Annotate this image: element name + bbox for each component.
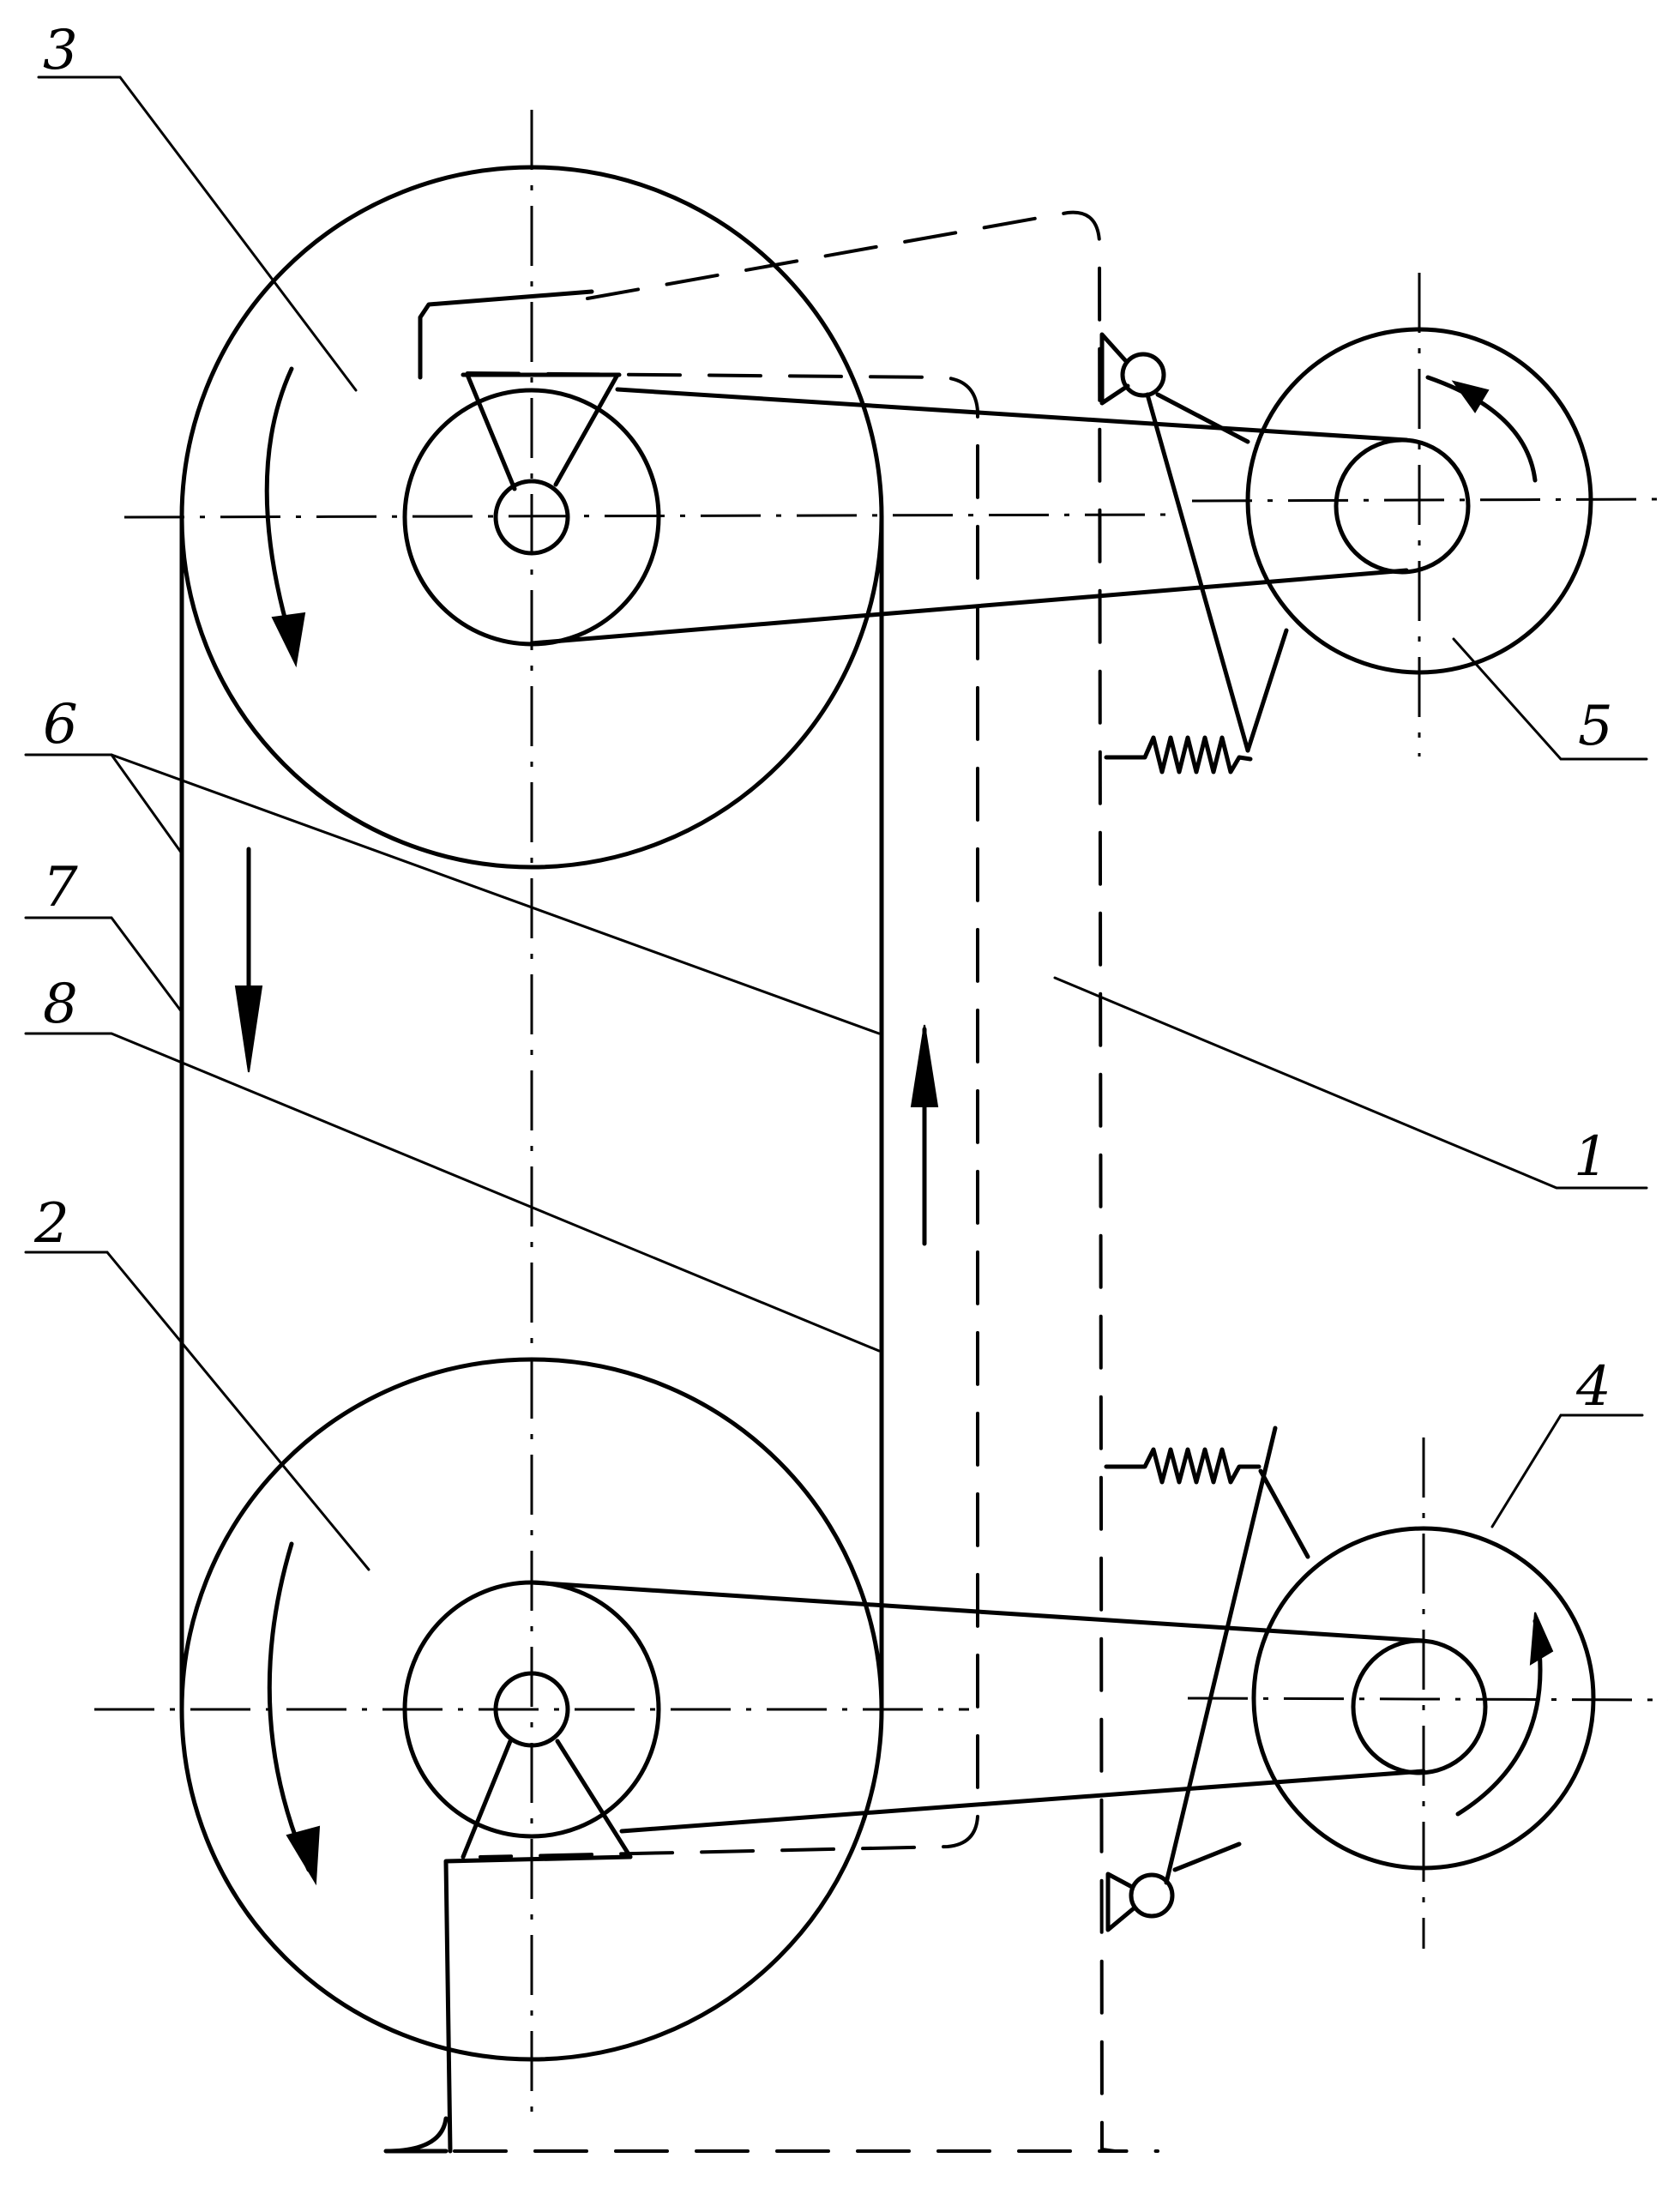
label-8: 8 (43, 973, 78, 1036)
label-5: 5 (1578, 695, 1613, 758)
leader-lines (26, 77, 1647, 1570)
upper-tensioner (1102, 335, 1286, 772)
label-4: 4 (1575, 1355, 1611, 1419)
label-3: 3 (43, 19, 78, 82)
label-6: 6 (43, 693, 78, 756)
reference-labels: 3 6 7 8 2 1 5 4 (33, 19, 1613, 1419)
label-2: 2 (33, 1192, 69, 1256)
band-belt (182, 517, 937, 1709)
label-7: 7 (43, 856, 78, 919)
lower-tensioner (1106, 1428, 1308, 1930)
label-1: 1 (1574, 1125, 1609, 1189)
